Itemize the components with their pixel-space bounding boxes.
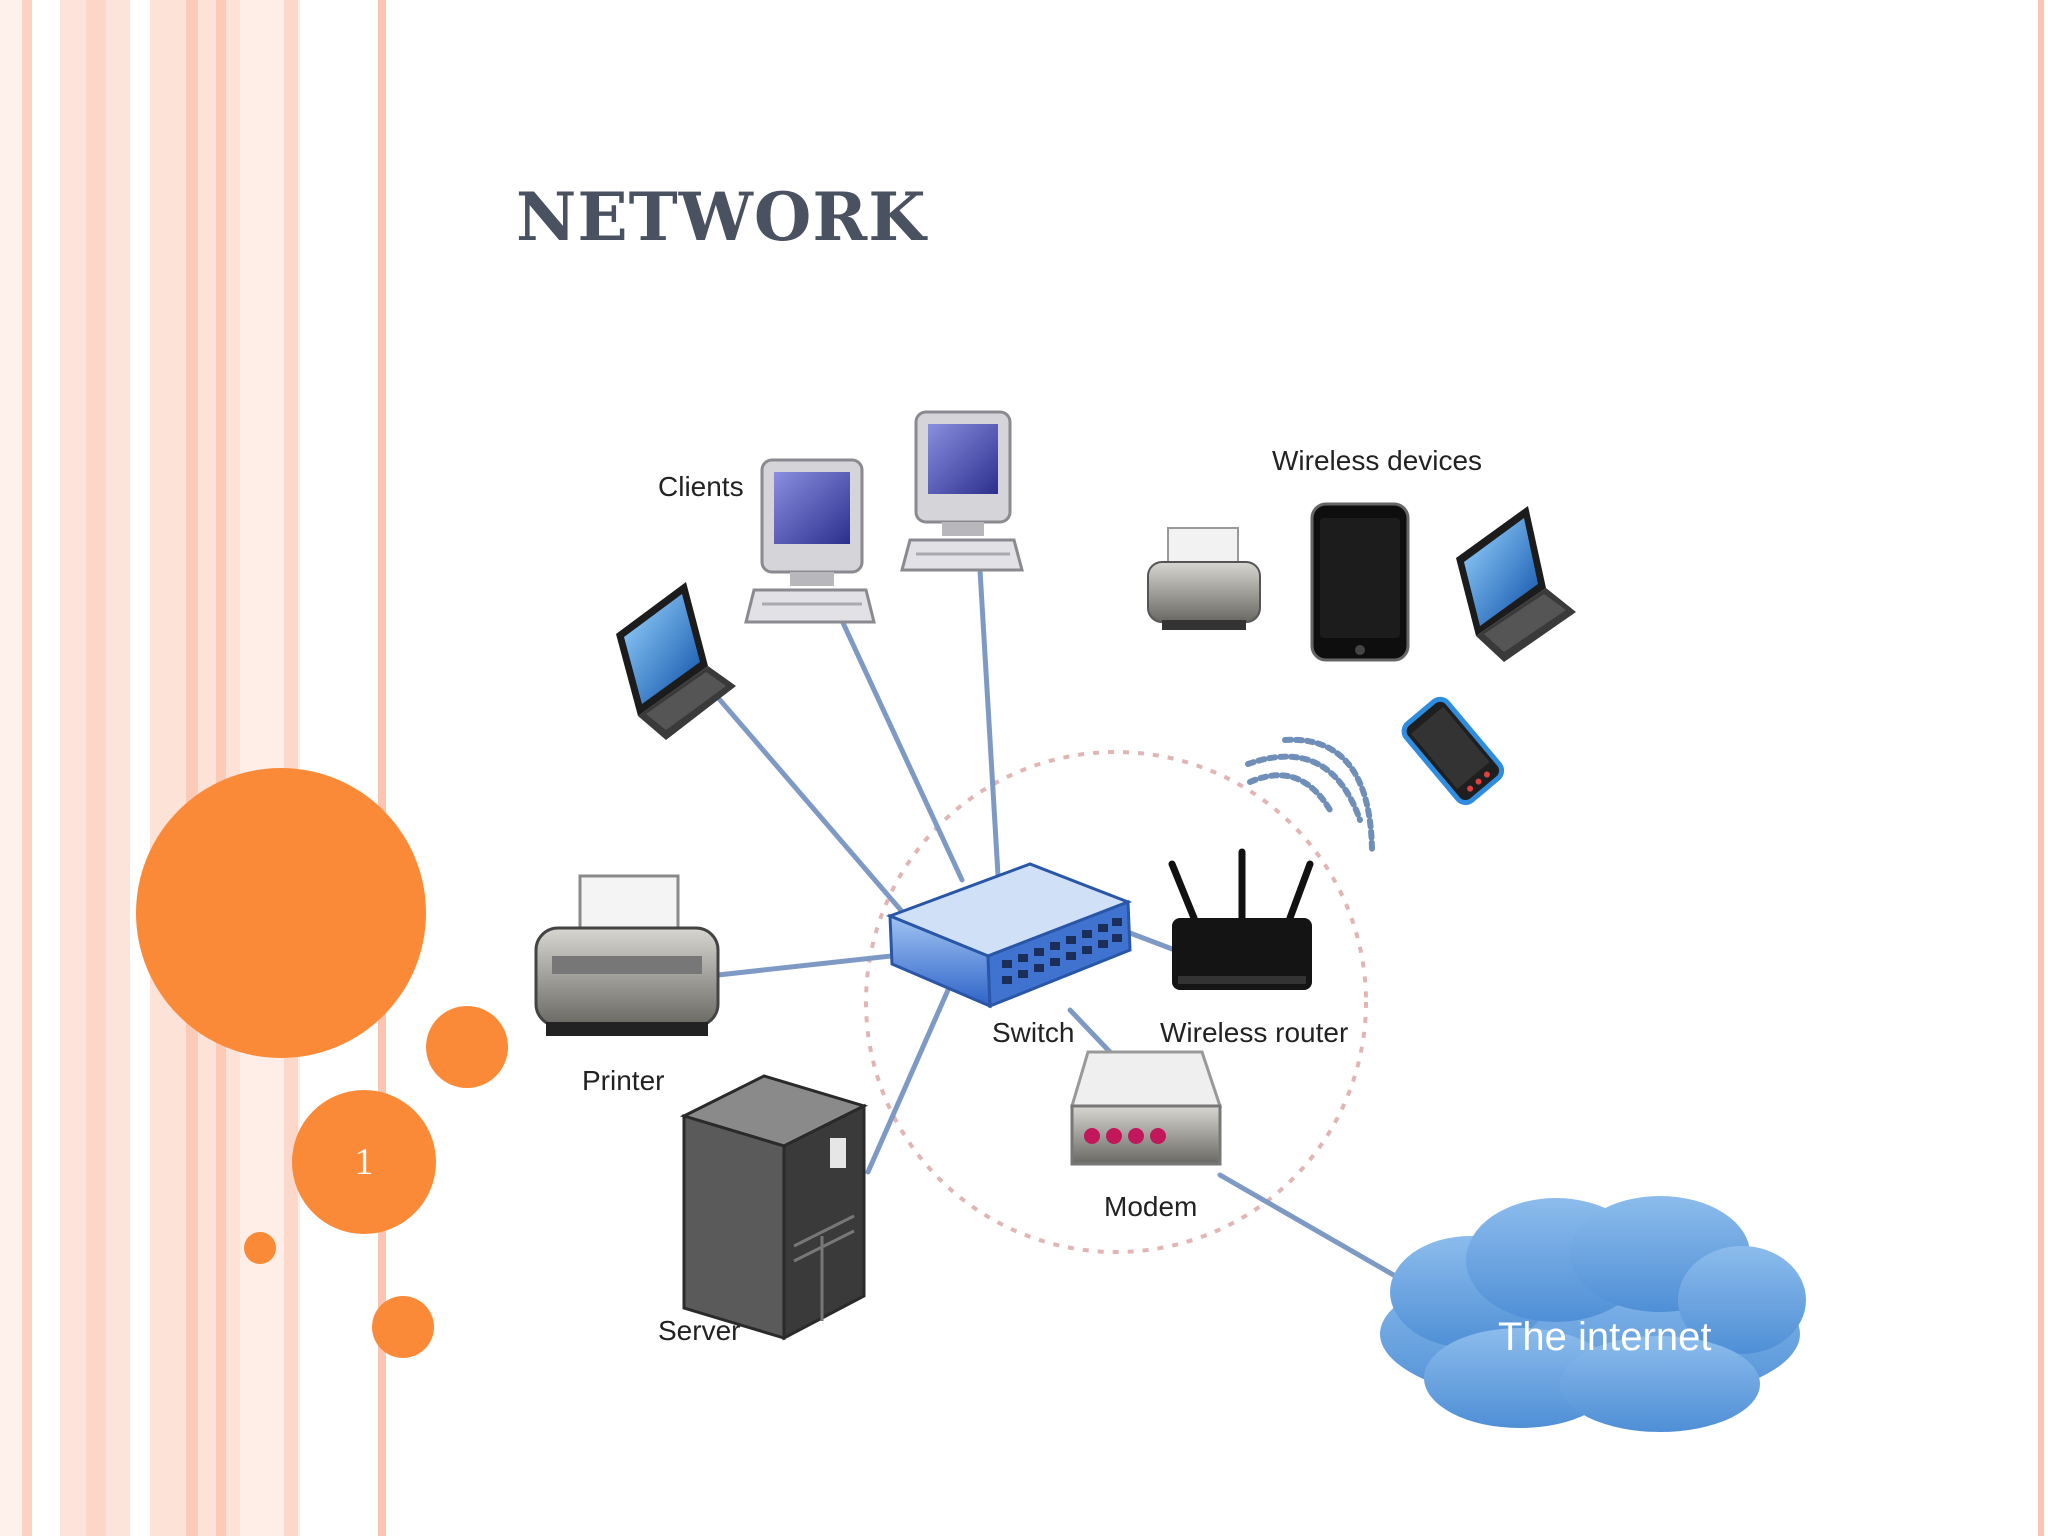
server-icon — [679, 1074, 869, 1341]
link-client2-switch — [977, 567, 1001, 878]
link-laptop-switch — [717, 697, 908, 918]
stripe — [216, 0, 226, 1536]
switch-label: Switch — [992, 1017, 1074, 1048]
slide-number: 1 — [354, 1141, 374, 1183]
decorative-bubble-small — [244, 1232, 276, 1264]
tablet-icon — [1310, 502, 1410, 662]
link-client1-switch — [835, 609, 965, 883]
stripe — [86, 0, 106, 1536]
slide-title: NETWORK — [516, 178, 927, 256]
wireless-router-label: Wireless router — [1160, 1017, 1348, 1048]
wifi-signal-icon — [1245, 736, 1375, 853]
link-server-switch — [865, 987, 951, 1175]
stripe — [2038, 0, 2044, 1536]
wireless-printer-icon — [1147, 527, 1261, 630]
page-number-bubble — [292, 1090, 436, 1234]
desktop-computer-icon — [744, 458, 876, 624]
printer-icon — [534, 874, 720, 1036]
server-label: Server — [658, 1315, 740, 1346]
smartphone-icon — [1401, 696, 1505, 806]
decorative-bubble-large — [136, 768, 426, 1058]
laptop-icon — [616, 582, 736, 740]
modem-icon — [1069, 1050, 1223, 1166]
link-switch-router — [1119, 927, 1183, 955]
stripe — [186, 0, 198, 1536]
network-boundary-circle — [864, 750, 1368, 1254]
laptop-icon — [1456, 506, 1576, 662]
printer-label: Printer — [582, 1065, 664, 1096]
clients-label: Clients — [658, 471, 744, 502]
cloud-icon — [1380, 1196, 1806, 1432]
network-switch-icon — [885, 862, 1133, 1009]
wireless-devices-label: Wireless devices — [1272, 445, 1482, 476]
decorative-bubble — [426, 1006, 508, 1088]
internet-label: The internet — [1498, 1315, 1711, 1359]
link-switch-modem — [1067, 1007, 1113, 1055]
modem-label: Modem — [1104, 1191, 1197, 1222]
stripe — [22, 0, 32, 1536]
wireless-router-icon — [1168, 848, 1314, 990]
decorative-bubble — [372, 1296, 434, 1358]
stripe — [378, 0, 386, 1536]
link-printer-switch — [715, 952, 903, 978]
desktop-computer-icon — [900, 410, 1024, 572]
